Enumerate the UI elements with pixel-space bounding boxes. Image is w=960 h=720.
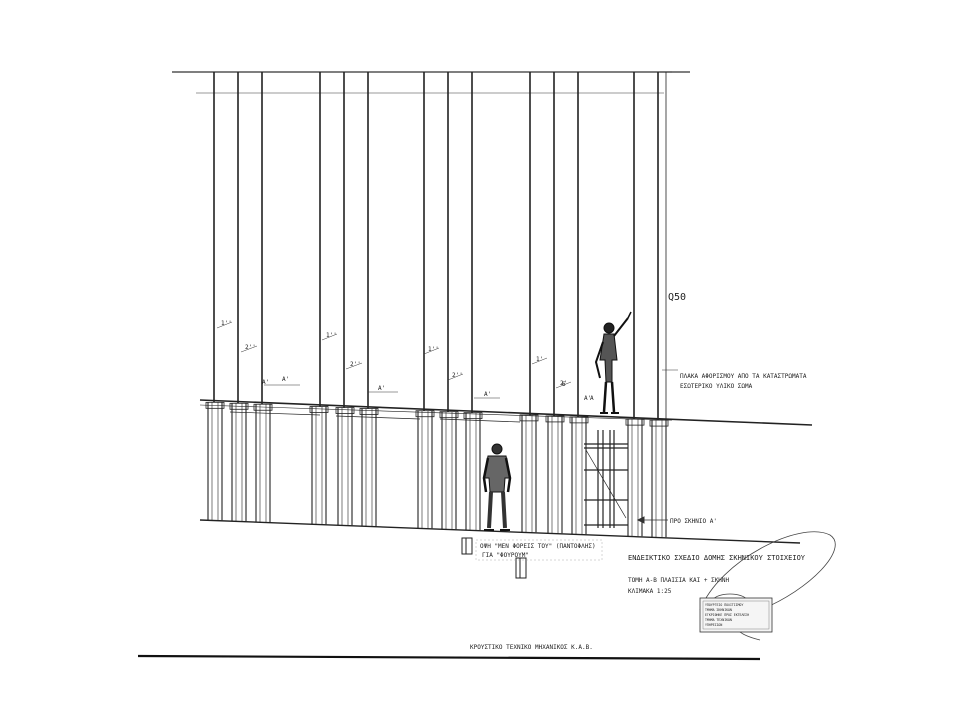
- pole-label: 1': [536, 356, 543, 363]
- stamp-line: ΤΜΗΜΑ ΣΚΗΝΙΚΩΝ: [705, 608, 732, 612]
- support-cap: [545, 415, 565, 423]
- brace: [335, 415, 421, 420]
- pole-label: 2': [560, 380, 567, 387]
- pole-label: 2'': [452, 372, 463, 379]
- stamp-line: ΕΓΚΡΙΘΗΚΕ ΠΡΟΣ ΕΚΤΕΛΕΣΗ: [705, 613, 749, 617]
- scale-line: ΚΛΙΜΑΚΑ 1:25: [628, 588, 672, 595]
- support-cap: [415, 410, 435, 418]
- figure-under-stage: [482, 443, 512, 531]
- understage-supports: [205, 401, 669, 538]
- brace: [229, 411, 321, 416]
- level-label: A': [378, 385, 385, 392]
- pole-label: 1'': [221, 320, 232, 327]
- bottom-note-line1: ΟΨΗ "ΜΕΝ ΦΟΡΕΙΣ ΤΟΥ" (ΠΑΝΤΟΦΛΗΣ): [480, 543, 596, 550]
- label-leaders: [216, 321, 572, 399]
- pole-labels: 1'' 2'' 1'' 2'' 1'' 2'' 1' 2': [221, 320, 567, 387]
- support-cap: [359, 408, 379, 415]
- support-cap: [335, 407, 355, 414]
- right-note: ΠΛΑΚΑ ΑΦΟΡΙΣΜΟΥ ΑΠΟ ΤΑ ΚΑΤΑΣΤΡΩΜΑΤΑ ΕΣΩΤ…: [662, 369, 807, 390]
- support-cap: [519, 414, 539, 422]
- right-arrow-label: ΠΡΟ ΣΚΗΝΙΟ Α': [670, 518, 717, 525]
- right-note-line1: ΠΛΑΚΑ ΑΦΟΡΙΣΜΟΥ ΑΠΟ ΤΑ ΚΑΤΑΣΤΡΩΜΑΤΑ: [680, 373, 807, 380]
- stamp-line: ΥΠΟΥΡΓΕΙΟ ΠΟΛΙΤΙΣΜΟΥ: [705, 603, 743, 607]
- level-labels: A' A' A' A' A': [262, 376, 591, 402]
- stamp-line: ΤΜΗΜΑ ΤΕΧΝΙΚΩΝ: [705, 618, 732, 622]
- bottom-note: ΟΨΗ "ΜΕΝ ΦΟΡΕΙΣ ΤΟΥ" (ΠΑΝΤΟΦΛΗΣ) ΓΙΑ "ΦΟ…: [475, 539, 603, 561]
- right-arrow: [636, 516, 668, 524]
- support-cap: [439, 411, 459, 419]
- level-label: A': [262, 379, 269, 386]
- number-label: 6: [562, 381, 566, 388]
- brace: [439, 418, 521, 423]
- pole-label: 1'': [326, 332, 337, 339]
- number-label: A: [590, 395, 594, 402]
- stage-floor: [199, 399, 813, 426]
- pole-label: 1'': [428, 346, 439, 353]
- support-cap: [649, 419, 669, 427]
- pole-label: 2'': [350, 361, 361, 368]
- pole-label: 2'': [245, 344, 256, 351]
- level-label: A': [282, 376, 289, 383]
- dimension-line: [660, 71, 672, 421]
- ladder-frame: [584, 430, 628, 528]
- vertical-poles: [213, 72, 659, 421]
- support-cap: [229, 402, 249, 410]
- footer-rule: [137, 654, 761, 661]
- drawing-title: ΕΝΔΕΙΚΤΙΚΟ ΣΧΕΔΙΟ ΔΟΜΗΣ ΣΚΗΝΙΚΟΥ ΣΤΟΙΧΕΙ…: [628, 554, 806, 562]
- support-cap: [569, 416, 589, 424]
- section-line: ΤΟΜΗ Α-Β ΠΛΑΙΣΙΑ ΚΑΙ + ΣΚΗΝΗ: [628, 577, 730, 584]
- dimension-label: Q50: [668, 292, 686, 303]
- footer-credit: ΚΡΟΥΣΤΙΚΟ ΤΕΧΝΙΚΟ ΜΗΧΑΝΙΚΟΣ Κ.Α.Β.: [470, 644, 593, 651]
- level-label: A': [484, 391, 491, 398]
- stamp-line: ΥΠΗΡΕΣΙΩΝ: [705, 623, 722, 627]
- support-cap: [309, 406, 329, 413]
- support-cap: [253, 403, 273, 411]
- base-line: [199, 519, 801, 544]
- approval-stamp: ΥΠΟΥΡΓΕΙΟ ΠΟΛΙΤΙΣΜΟΥ ΤΜΗΜΑ ΣΚΗΝΙΚΩΝ ΕΓΚΡ…: [699, 597, 773, 633]
- bottom-note-line2: ΓΙΑ "ΦΟΥΡΟΥΜ": [482, 552, 529, 559]
- footings: [461, 537, 527, 579]
- right-note-line2: ΕΣΩΤΕΡΙΚΟ ΥΛΙΚΟ ΣΩΜΑ: [680, 383, 753, 390]
- top-border: [172, 71, 690, 94]
- support-cap: [463, 412, 483, 420]
- support-cap: [625, 418, 645, 426]
- level-label: A': [584, 395, 591, 402]
- figure-on-stage: [594, 311, 632, 414]
- support-cap: [205, 401, 225, 409]
